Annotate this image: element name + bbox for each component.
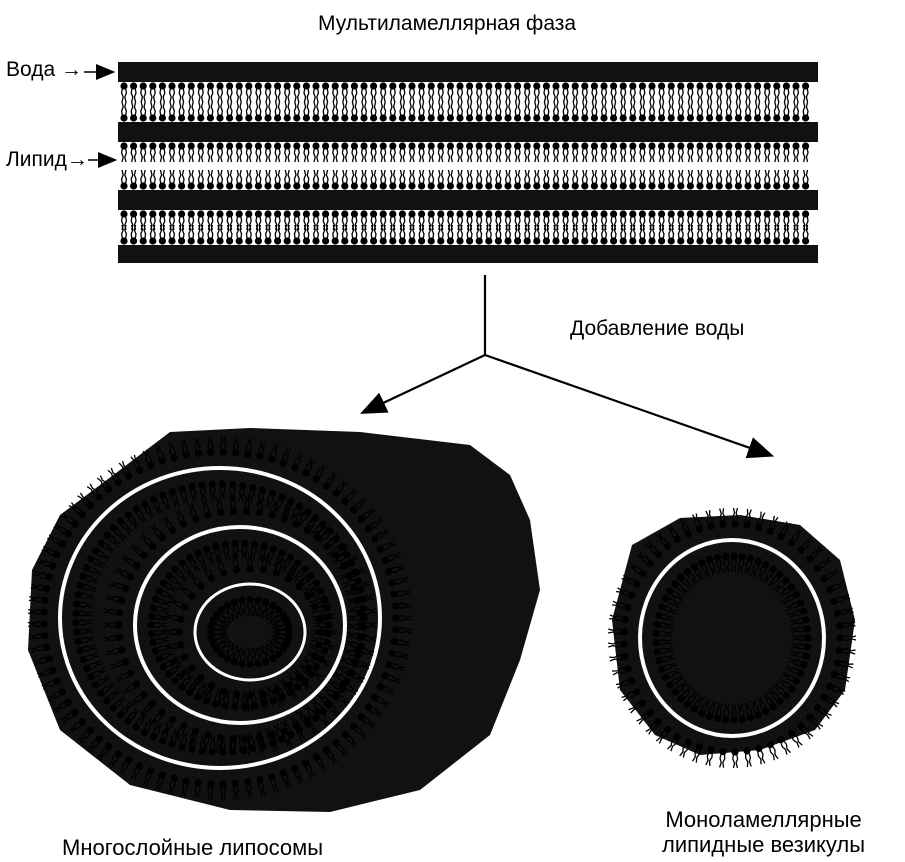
diagram-title: Мультиламеллярная фаза — [318, 12, 576, 36]
add-water-label: Добавление воды — [570, 317, 744, 341]
water-layer-1 — [118, 62, 818, 82]
process-arrows — [364, 275, 770, 455]
multilayer-liposomes-label: Многослойные липосомы — [62, 835, 323, 860]
multilamellar-stack — [118, 62, 818, 263]
water-layer-2 — [118, 122, 818, 142]
monolamellar-label-line2: липидные везикулы — [662, 832, 865, 857]
lipid-bilayers — [120, 82, 809, 244]
monolamellar-label-line1: Моноламеллярные — [662, 807, 865, 832]
water-label: Вода → — [6, 58, 82, 82]
monolamellar-vesicle — [608, 508, 856, 768]
water-layer-4 — [118, 245, 818, 263]
arrow-to-vesicle — [485, 355, 770, 455]
monolamellar-vesicles-label: Моноламеллярные липидные везикулы — [662, 807, 865, 858]
lipid-label: Липид→ — [6, 148, 88, 172]
multilayer-liposome — [28, 428, 540, 812]
water-layer-3 — [118, 190, 818, 210]
arrow-to-multilayer — [364, 355, 485, 412]
